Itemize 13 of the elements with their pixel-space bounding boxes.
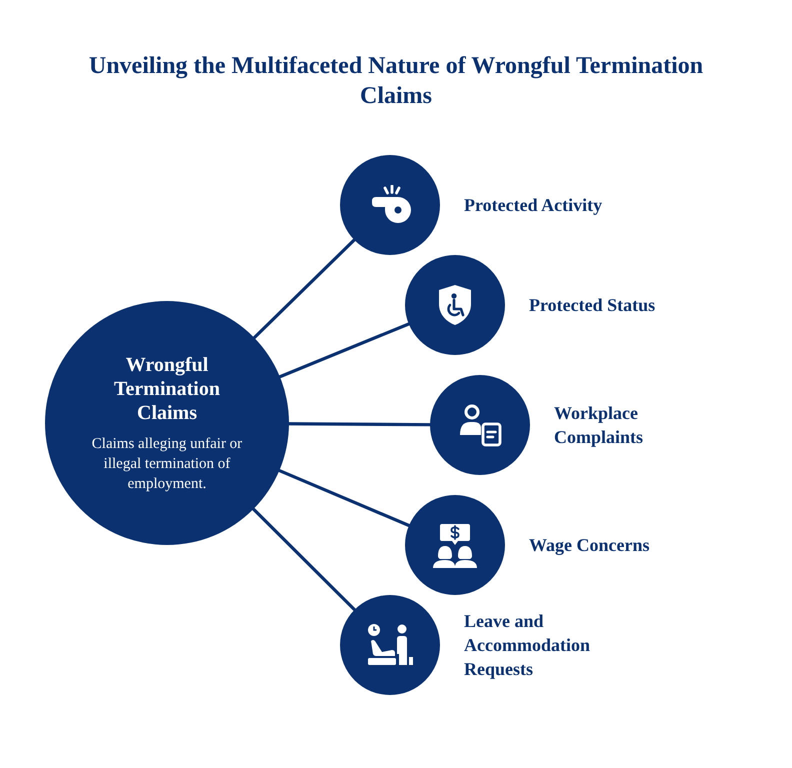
connector-line bbox=[278, 468, 411, 528]
diagram-title: Unveiling the Multifaceted Nature of Wrongful Termination Claims bbox=[88, 52, 704, 111]
connector-line bbox=[252, 507, 356, 612]
central-topic-description: Claims alleging unfair or illegal termination of employment. bbox=[90, 434, 244, 494]
connector-line bbox=[252, 238, 356, 340]
topic-label: Leave and Accommodation Requests bbox=[464, 610, 591, 681]
central-topic-title: Wrongful Termination Claims bbox=[113, 352, 221, 424]
topic-label: Wage Concerns bbox=[529, 534, 650, 557]
topic-label: Protected Activity bbox=[464, 194, 604, 217]
connector-line bbox=[278, 322, 410, 378]
connector-line bbox=[287, 422, 432, 426]
topic-label: Protected Status bbox=[529, 294, 656, 317]
topic-label: Workplace Complaints bbox=[554, 402, 644, 449]
